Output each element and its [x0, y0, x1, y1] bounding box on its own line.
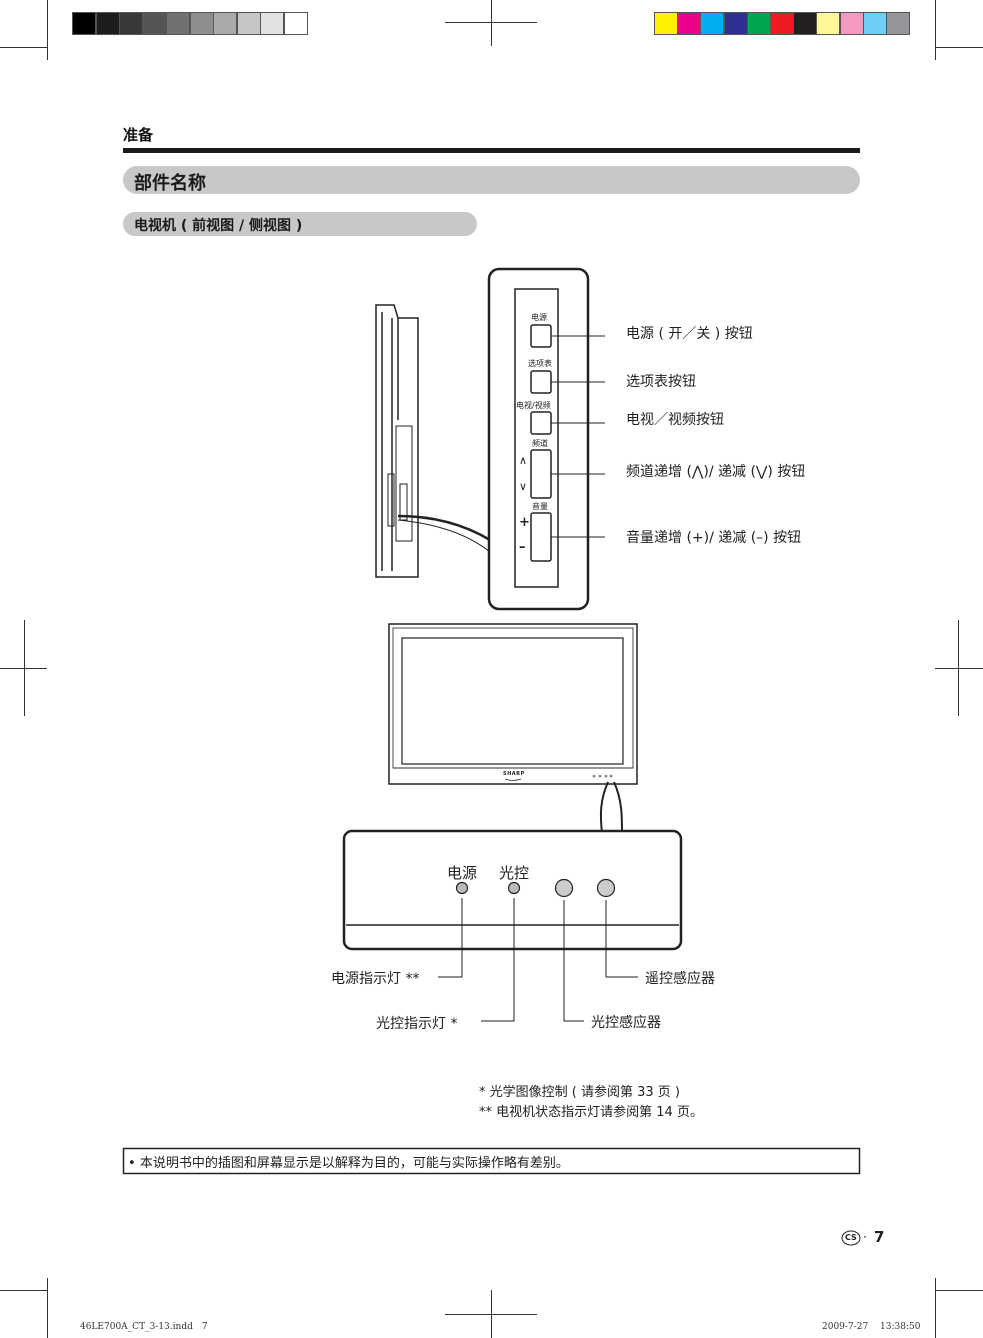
channel-down-icon: ∨	[519, 480, 528, 493]
subtitle-bar: 电视机 ( 前视图 / 侧视图 )	[123, 212, 477, 236]
channel-up-icon: ∧	[519, 454, 528, 467]
callout-power-button: 电源 ( 开／关 ) 按钮	[626, 326, 753, 342]
label-opc-sensor: 光控感应器	[591, 1015, 661, 1031]
header-rule	[123, 148, 860, 153]
page-title: 部件名称	[134, 173, 206, 194]
footnote-status: ** 电视机状态指示灯请参阅第 14 页。	[479, 1105, 703, 1120]
language-badge: CS	[845, 1233, 857, 1242]
bullet-icon: •	[128, 1156, 140, 1171]
subtitle: 电视机 ( 前视图 / 侧视图 )	[134, 218, 303, 234]
tv-front-view	[388, 623, 638, 785]
panel-label-menu: 选项表	[528, 359, 552, 368]
callout-tv-video-button: 电视／视频按钮	[626, 412, 724, 428]
footer-timestamp: 2009-7-27 13:38:50	[822, 1322, 921, 1332]
panel-label-channel: 频道	[532, 439, 548, 448]
front-label-opc: 光控	[499, 864, 530, 882]
disclaimer-text: 本说明书中的插图和屏幕显示是以解释为目的，可能与实际操作略有差别。	[139, 1156, 569, 1171]
callout-volume-button: 音量递增 (+)/ 递减 (–) 按钮	[626, 530, 802, 546]
footer-file: 46LE700A_CT_3-13.indd 7	[80, 1322, 208, 1332]
section-header: 准备	[123, 126, 154, 144]
callout-channel-button: 频道递增 (⋀)/ 递减 (⋁) 按钮	[626, 464, 806, 480]
panel-label-power: 电源	[531, 313, 547, 322]
color-swatch	[886, 12, 910, 35]
panel-label-volume: 音量	[532, 502, 548, 511]
label-remote-sensor: 遥控感应器	[645, 971, 715, 987]
title-bar: 部件名称	[123, 166, 860, 194]
callout-menu-button: 选项表按钮	[626, 374, 696, 390]
volume-down-icon: –	[519, 540, 526, 555]
panel-label-tv-video: 电视/视频	[516, 401, 551, 410]
label-power-indicator: 电源指示灯 **	[331, 971, 420, 987]
page-number: 7	[874, 1228, 885, 1246]
footnote-opc: * 光学图像控制 ( 请参阅第 33 页 )	[479, 1085, 680, 1100]
volume-up-icon: +	[519, 515, 530, 530]
tv-side-view	[375, 304, 419, 578]
front-label-power: 电源	[447, 864, 478, 882]
gray-swatch	[283, 12, 308, 35]
page-separator: ·	[863, 1230, 867, 1244]
brand-logo: SHARP	[503, 771, 525, 777]
disclaimer-box: • 本说明书中的插图和屏幕显示是以解释为目的，可能与实际操作略有差别。	[128, 1152, 569, 1171]
label-opc-indicator: 光控指示灯 *	[376, 1016, 458, 1032]
